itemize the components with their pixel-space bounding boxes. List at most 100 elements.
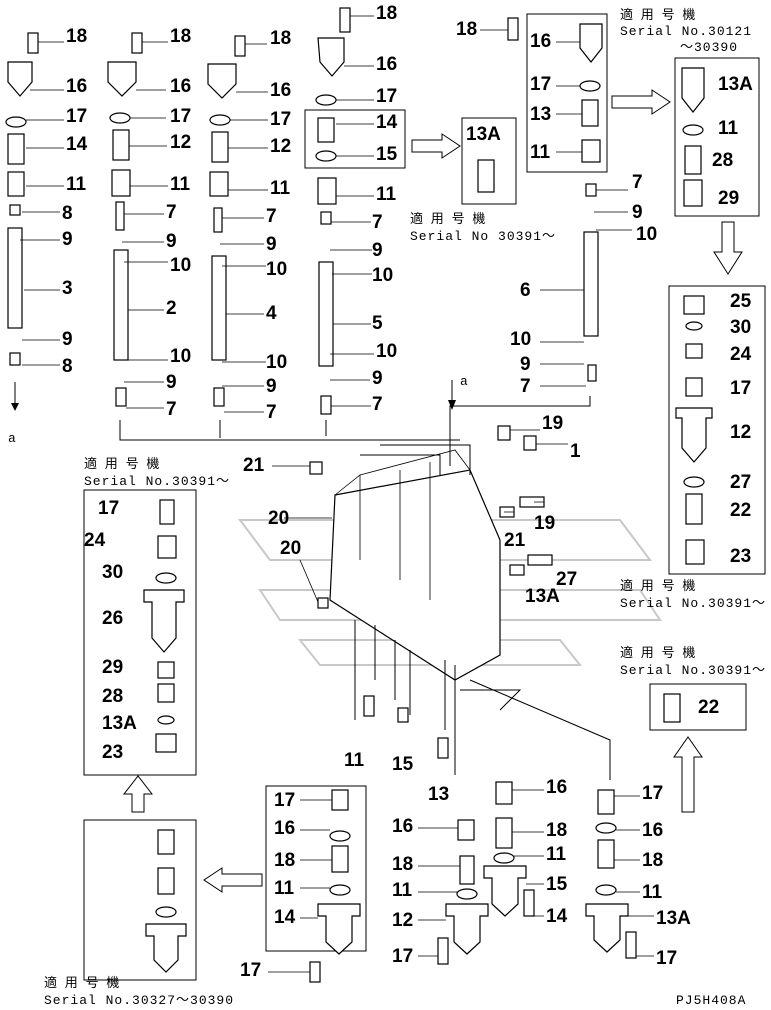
callout-9: 9 xyxy=(62,229,73,250)
callout-16: 12 xyxy=(392,910,413,931)
callout-7: 7 xyxy=(266,206,277,227)
callout-17: 11 xyxy=(392,880,413,901)
callout-24: 12 xyxy=(730,422,751,443)
callout-18: 18 xyxy=(376,3,397,24)
callout-12: 12 xyxy=(170,132,191,153)
callout-12: 18 xyxy=(546,820,567,841)
callout-9: 9 xyxy=(266,234,277,255)
note-serial-end: ～30390 xyxy=(680,40,738,55)
callout-17: 17 xyxy=(270,109,291,130)
callout-16: 16 xyxy=(376,54,397,75)
callout-9: 9 xyxy=(166,372,177,393)
note-serial: Serial No.30391～ xyxy=(620,663,766,678)
ref-a-left: a xyxy=(8,431,16,446)
center-left-parts xyxy=(309,789,361,983)
callout-25: 24 xyxy=(730,344,752,365)
callout-21: 19 xyxy=(534,513,555,534)
callout-5: 5 xyxy=(372,313,383,334)
callout-20: 21 xyxy=(504,530,526,551)
callout-30: 29 xyxy=(102,657,123,678)
callout-16: 16 xyxy=(170,76,191,97)
callout-29: 13A xyxy=(102,713,137,734)
callout-17: 11 xyxy=(642,882,663,903)
callout-1: 20 xyxy=(268,508,289,529)
box-column-5 xyxy=(526,13,608,173)
callout-10: 10 xyxy=(170,346,191,367)
drawing-code: PJ5H408A xyxy=(676,993,746,1008)
callout-9: 9 xyxy=(166,231,177,252)
callout-16: 16 xyxy=(66,76,87,97)
callout-20: 13A xyxy=(525,586,560,607)
callout-29: 30 xyxy=(730,317,751,338)
callout-19: 15 xyxy=(392,754,414,775)
column-6-parts xyxy=(583,183,599,382)
callout-7: 7 xyxy=(632,172,643,193)
callout-13A: 24 xyxy=(84,530,106,551)
box-13a xyxy=(461,117,517,205)
callout-11: 11 xyxy=(66,174,87,195)
callout-13A: 28 xyxy=(712,150,733,171)
callout-18: 18 xyxy=(66,26,87,47)
callout-4: 4 xyxy=(266,303,277,324)
note-jp: 適 用 号 機 xyxy=(620,7,695,23)
note-jp: 適 用 号 機 xyxy=(620,645,695,661)
callout-13A: 13A xyxy=(466,124,501,145)
callout-9: 9 xyxy=(266,376,277,397)
left-mid-parts xyxy=(143,499,185,753)
callout-18: 18 xyxy=(170,26,191,47)
callout-18: 14 xyxy=(546,906,568,927)
callout-18: 17 xyxy=(656,948,677,969)
callout-17: 27 xyxy=(730,472,751,493)
callout-17: 17 xyxy=(170,106,191,127)
column-2-parts xyxy=(107,32,143,407)
note-jp: 適 用 号 機 xyxy=(44,975,119,991)
callout-6: 6 xyxy=(520,280,531,301)
callout-7: 7 xyxy=(372,394,383,415)
callout-16: 13A xyxy=(718,74,753,95)
callout-2: 2 xyxy=(166,298,177,319)
callout-18: 18 xyxy=(456,19,477,40)
arrow-down-icon xyxy=(713,221,743,275)
column-3-parts xyxy=(207,35,246,407)
callout-9: 9 xyxy=(520,354,531,375)
callout-16: 13A xyxy=(656,908,691,929)
callout-13A: 22 xyxy=(698,697,719,718)
box-lower-left xyxy=(83,819,197,981)
callout-10: 10 xyxy=(376,341,397,362)
callout-14: 18 xyxy=(642,850,663,871)
callout-18: 17 xyxy=(240,960,261,981)
callout-30: 17 xyxy=(730,378,751,399)
callout-10: 10 xyxy=(510,329,531,350)
callout-10: 10 xyxy=(636,224,657,245)
callout-7: 7 xyxy=(520,376,531,397)
note-serial: Serial No 30391～ xyxy=(410,229,556,244)
callout-18: 18 xyxy=(270,28,291,49)
callout-11: 11 xyxy=(376,184,397,205)
callout-17: 11 xyxy=(546,844,567,865)
callout-9: 9 xyxy=(372,240,383,261)
arrow-left-icon xyxy=(203,867,263,893)
callout-24: 26 xyxy=(102,608,123,629)
callout-3: 3 xyxy=(62,278,73,299)
callout-11: 17 xyxy=(642,783,663,804)
callout-26: 28 xyxy=(102,686,123,707)
box-center-left xyxy=(265,785,367,952)
callout-15: 15 xyxy=(376,144,398,165)
callout-11: 11 xyxy=(270,178,291,199)
callout-7: 7 xyxy=(166,202,177,223)
right-top-parts xyxy=(681,67,705,207)
callout-23: 11 xyxy=(344,750,365,771)
callout-10: 10 xyxy=(266,352,287,373)
callout-27: 23 xyxy=(730,546,751,567)
arrow-right-icon xyxy=(411,133,461,159)
callout-17: 11 xyxy=(718,118,739,139)
callout-13: 13 xyxy=(530,104,551,125)
note-serial: Serial No.30327～30390 xyxy=(44,993,234,1008)
callout-11: 16 xyxy=(546,777,567,798)
center-col-parts xyxy=(437,819,489,965)
note-serial: Serial No.30391～ xyxy=(84,474,230,489)
right-col-parts xyxy=(585,789,637,959)
callout-22: 13 xyxy=(428,784,449,805)
callout-7: 7 xyxy=(166,399,177,420)
